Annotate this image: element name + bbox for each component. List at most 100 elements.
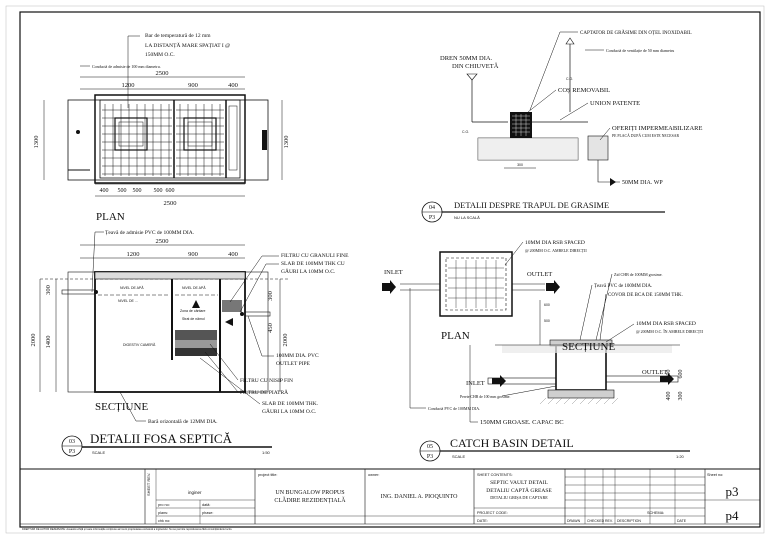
cb-section-ground — [502, 345, 672, 353]
tb-plans-label: plans: — [158, 511, 168, 515]
tb-footnote: DREPTURI DE AUTOR REZERVATE: Această sch… — [22, 527, 233, 531]
section-flow-arrow-1 — [192, 300, 200, 308]
title-fosa-septica: 03 P3 DETALII FOSA SEPTICĂ SCALE 1:50 — [61, 431, 272, 457]
plan-rebar-grid-2 — [176, 104, 224, 176]
tb-owner-name: ING. DANIEL A. PIOQUINTO — [381, 494, 458, 500]
gt-co-1: C.O. — [462, 130, 469, 134]
gt-dim-bottom: 300 — [517, 163, 523, 167]
section-leader-slab-2 — [199, 357, 261, 405]
plan-dim-top-400: 400 — [228, 82, 238, 89]
cb-plan-outlet-arrow — [546, 280, 560, 294]
gt-note-drain-1: DREN 50MM DIA. — [440, 55, 493, 62]
section-dim-left-1400: 1400 — [45, 336, 52, 349]
tb-sheet-p4: p4 — [726, 508, 740, 523]
cb-note-chb-1: Zid CHB de 100MM grosime. — [614, 272, 663, 277]
plan-manhole-2 — [183, 117, 217, 151]
cb-note-bca: COVOR DE BCA DE 150MM THK. — [608, 293, 683, 298]
gt-slab-fill — [478, 138, 578, 160]
cb-section-inlet-label: INLET — [466, 380, 485, 387]
section-note-inlet-pipe: Țeavă de admisie PVC de 100MM DIA. — [105, 230, 195, 236]
title-sheet-p3-top: P3 — [429, 215, 435, 221]
section-tank-wall — [94, 271, 246, 393]
tb-project-code-label: PROJECT CODE: — [477, 511, 508, 515]
cb-dim-side-6: 300 — [678, 392, 684, 401]
plan-dim-top-1200: 1200 — [122, 82, 135, 89]
septic-plan: Bar de temperatură de 12 mm LA DISTANȚĂ … — [33, 33, 290, 223]
tb-project-title-label: project title: — [258, 473, 277, 477]
cb-leader-pvc-1 — [579, 284, 593, 341]
section-label-digestive: DIGESTIV CAMERĂ — [123, 343, 156, 347]
cb-dim-side-5: 400 — [666, 392, 672, 401]
plan-tank-inner — [99, 99, 241, 179]
tb-rev-description: DESCRIPTION — [617, 519, 641, 523]
section-leader-sand — [209, 343, 239, 381]
title-num-05: 05 — [427, 444, 433, 450]
section-dim-900: 900 — [188, 251, 198, 258]
plan-dim-right-1300: 1300 — [283, 136, 290, 149]
gt-note-union: UNION PATENTE — [590, 100, 640, 107]
cb-leader-chb-1 — [595, 273, 613, 341]
tb-rev-rev: REV. — [605, 519, 613, 523]
cb-plan-label: PLAN — [441, 330, 470, 342]
section-dim-right-2000: 2000 — [282, 334, 289, 347]
cb-note-rsb-2-sub: @ 200MM O.C. ÎN AMBELE DIRECȚII — [636, 329, 704, 334]
section-note-sand: FILTRU CU NISIP FIN — [240, 378, 293, 384]
title-scale-value-right-bottom: 1:20 — [676, 454, 685, 459]
section-dim-2500: 2500 — [156, 238, 169, 245]
section-dim-1200: 1200 — [127, 251, 140, 258]
tb-date-label: dată: — [202, 503, 210, 507]
gt-slab-right — [587, 135, 609, 161]
gt-leader-union — [559, 102, 589, 121]
cb-section-inlet-pipe — [487, 377, 557, 385]
sheet-border — [19, 11, 761, 528]
cb-note-chb-2: Perete CHB de 100 mm grosime. — [460, 395, 510, 399]
plan-dim-top-900: 900 — [188, 82, 198, 89]
tb-sheet-p3: p3 — [726, 484, 739, 499]
plan-rebar-grid-1 — [102, 104, 172, 176]
gt-wp-pipe — [597, 160, 620, 183]
plan-note-bars-2: LA DISTANȚĂ MARE SPAȚIAT I @ — [145, 41, 230, 49]
cb-note-cover: 150MM GROASE. CAPAC BC — [480, 419, 564, 426]
cb-dim-side-4: 600 — [678, 370, 684, 379]
gt-sink-symbol — [466, 73, 478, 81]
section-note-outlet-2: OUTLET PIPE — [276, 361, 311, 367]
tb-project-title-1: UN BUNGALOW PROPUS — [275, 490, 344, 496]
plan-note-inlet: Conductă de admisie de 100 mm diametru. — [92, 64, 161, 69]
cb-section-label: SECȚIUNE — [562, 341, 615, 353]
gt-vent-cap — [565, 37, 575, 45]
section-filter-sand — [175, 340, 217, 348]
section-leader-fine — [229, 255, 279, 303]
plan-manhole-1 — [114, 117, 148, 151]
cb-plan-outlet-label: OUTLET — [527, 271, 552, 278]
title-scale-label-left: SCALE — [92, 450, 105, 455]
tb-chk-label: chk no: — [158, 519, 170, 523]
cb-leader-bca — [599, 293, 607, 341]
tb-sheet-contents-3: DETALIU GRIȘA DE CAPTARE — [490, 495, 548, 500]
section-top-slab — [94, 271, 246, 280]
section-outlet-tee — [240, 312, 244, 316]
gt-note-vent: Conductă de ventilație de 50 mm diametru — [606, 48, 674, 53]
cb-note-rsb-1: 10MM DIA RSB SPACED — [525, 240, 585, 246]
plan-tank-wall — [94, 94, 246, 184]
tb-rev-drawn: DRAWN — [567, 519, 581, 523]
gt-note-wp: 50MM DIA. WP — [622, 180, 663, 186]
gt-wp-arrow — [610, 178, 616, 186]
plan-dim-bottom-500-b: 500 — [133, 188, 142, 194]
tb-rev-date: DATE — [677, 519, 687, 523]
title-fosa-text: DETALII FOSA SEPTICĂ — [90, 431, 233, 446]
section-dim-400: 400 — [228, 251, 238, 258]
cb-note-rsb-2: 10MM DIA RSB SPACED — [636, 321, 696, 327]
cb-section-inlet-arrow — [492, 375, 506, 387]
section-leader-bars — [119, 391, 146, 422]
section-outlet-filter — [222, 300, 242, 312]
title-trapul-grasime: 04 P3 DETALII DESPRE TRAPUL DE GRASIME N… — [421, 200, 665, 223]
plan-inlet-pipe — [76, 130, 80, 134]
plan-leader-bars — [127, 35, 140, 108]
title-scale-value-left: 1:50 — [262, 450, 271, 455]
section-label-water-2: NIVEL DE APĂ — [182, 286, 206, 290]
title-num-04: 04 — [429, 205, 435, 211]
tb-date2-label: DATE: — [477, 519, 488, 523]
tb-owner-label: owner: — [368, 473, 379, 477]
cb-plan-inner — [445, 257, 507, 311]
